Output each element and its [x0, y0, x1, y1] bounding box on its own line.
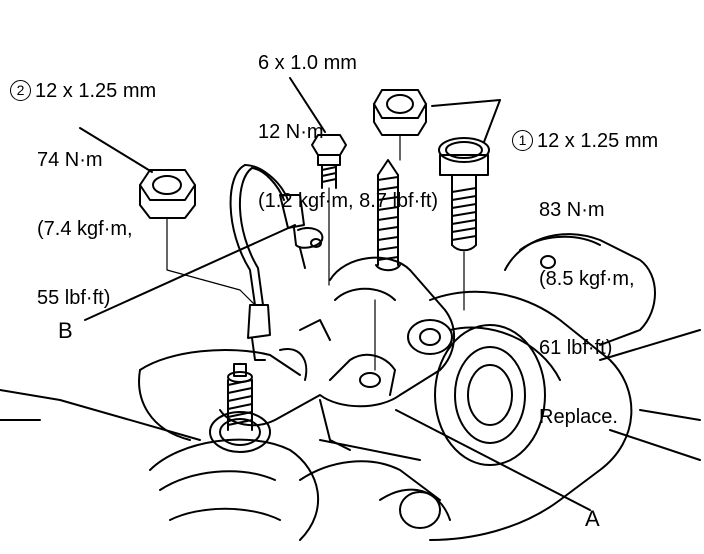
small-bolt [311, 134, 347, 189]
callout-2-torque-nm: 74 N·m [37, 149, 103, 171]
callout-1-size: 12 x 1.25 mm [537, 130, 659, 152]
guide-lines [166, 134, 465, 371]
callout-top-size: 6 x 1.0 mm [258, 52, 357, 74]
callout-2-torque-lbfft: 55 lbf·ft) [37, 287, 111, 309]
callout-2-marker: 2 [10, 80, 31, 101]
knuckle-body [429, 233, 701, 541]
callout-1-torque-kgfm: (8.5 kgf·m, [539, 268, 635, 290]
bolt-1 [438, 137, 490, 252]
label-a: A [585, 506, 600, 531]
callout-top-torque-nm: 12 N·m [258, 121, 324, 143]
callout-2-torque-kgfm: (7.4 kgf·m, [37, 218, 133, 240]
sensor-wire [229, 164, 324, 361]
callout-1-marker: 1 [512, 130, 533, 151]
callout-top-torque-other: (1.2 kgf·m, 8.7 lbf·ft) [258, 190, 439, 212]
ball-joint-stud [209, 363, 271, 453]
callout-1-torque-lbfft: 61 lbf·ft) [539, 337, 613, 359]
lower-arm [0, 349, 451, 541]
callout-1-torque-nm: 83 N·m [539, 199, 605, 221]
callout-2-size: 12 x 1.25 mm [35, 80, 157, 102]
leader-lines [79, 77, 591, 511]
label-b: B [58, 318, 73, 343]
callout-1-replace-note: Replace. [539, 406, 618, 428]
upper-stud [375, 159, 401, 272]
callout-small-bolt: 6 x 1.0 mm 12 N·m (1.2 kgf·m, 8.7 lbf·ft… [258, 6, 438, 236]
